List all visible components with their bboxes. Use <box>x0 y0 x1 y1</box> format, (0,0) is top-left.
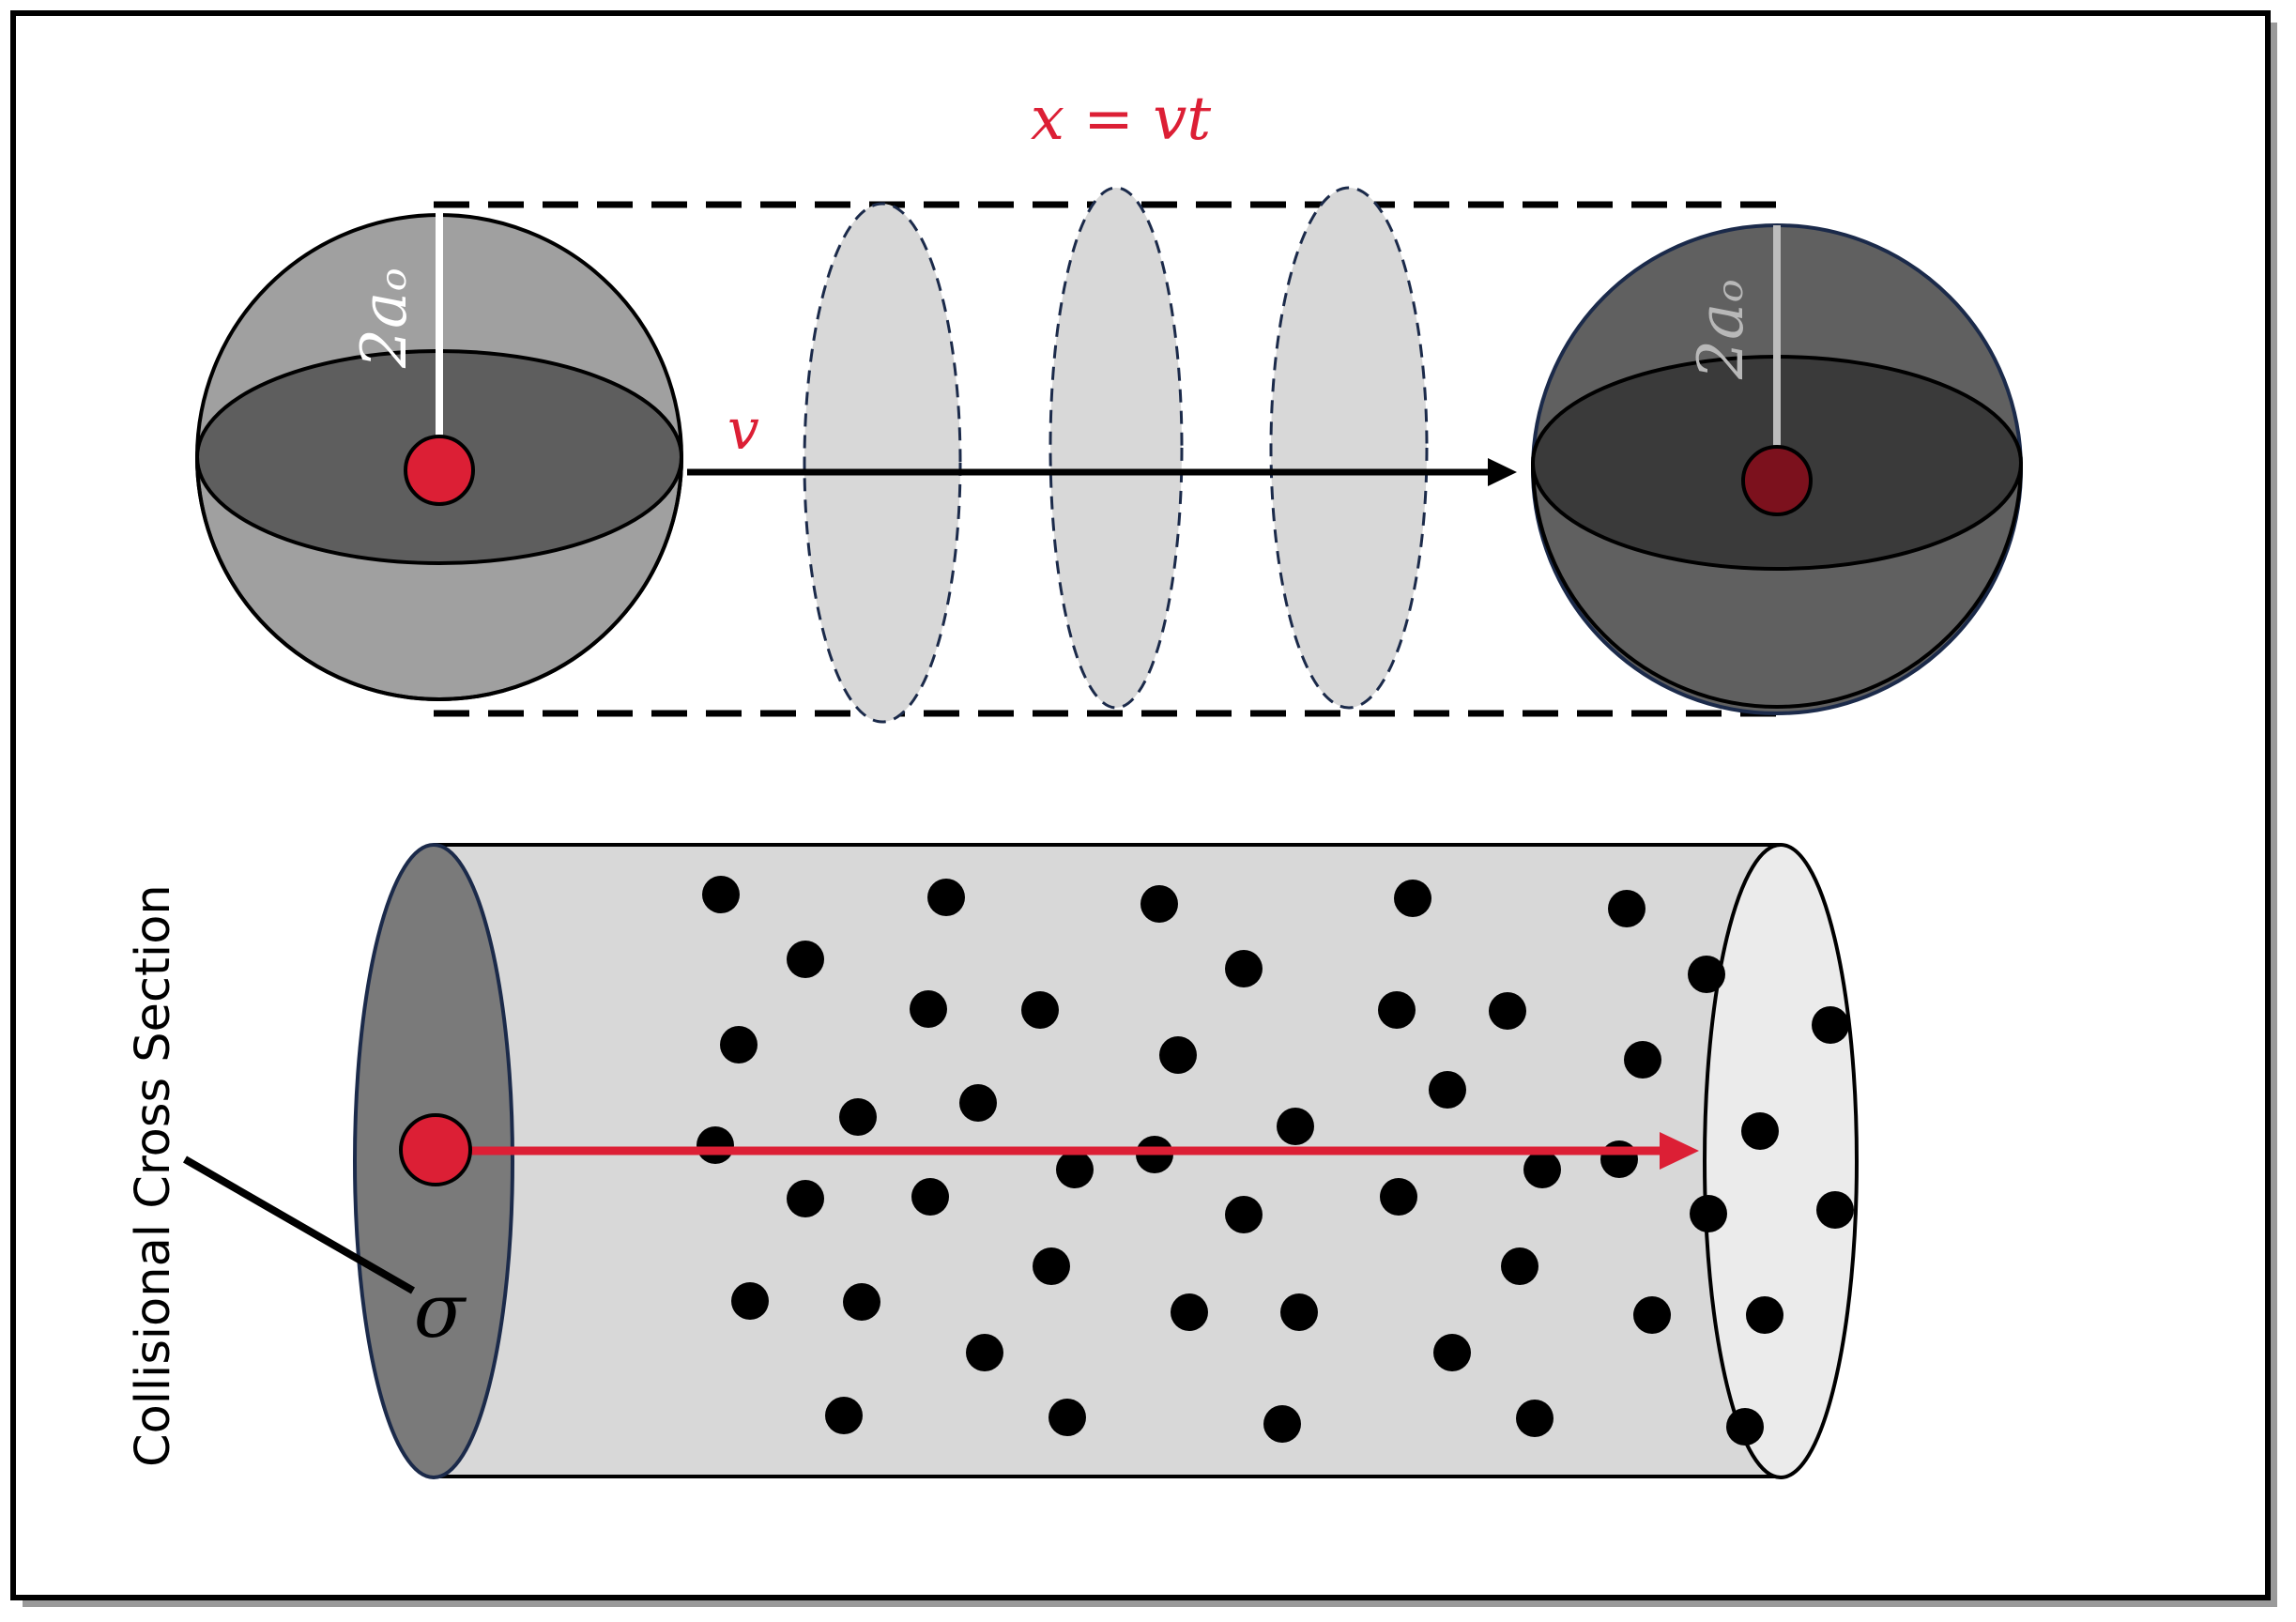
background-particle <box>1608 890 1645 927</box>
background-particle <box>1140 885 1178 923</box>
background-particle <box>1688 956 1725 993</box>
background-particle <box>1624 1041 1661 1079</box>
background-particle <box>825 1397 863 1434</box>
background-particle <box>927 879 965 916</box>
background-particle <box>702 876 740 913</box>
background-particle <box>1600 1140 1638 1178</box>
right-nucleus <box>1741 445 1813 516</box>
background-particle <box>1277 1108 1314 1145</box>
background-particle <box>1056 1151 1094 1188</box>
background-particle <box>839 1098 877 1136</box>
right-radius-label: 2aₒ <box>1685 279 1757 380</box>
background-particle <box>1394 880 1431 917</box>
background-particle <box>843 1283 880 1321</box>
background-particle <box>1523 1151 1561 1188</box>
background-particle <box>1516 1400 1554 1437</box>
background-particle <box>1171 1293 1208 1331</box>
sweep-disc-1 <box>803 202 962 724</box>
background-particle <box>1225 1196 1263 1233</box>
cylinder-body <box>434 845 1781 1477</box>
background-particle <box>1746 1296 1783 1334</box>
collision-cylinder: σ Collisional Cross Section <box>126 843 1859 1479</box>
right-sphere: 2aₒ <box>1530 223 2024 715</box>
velocity-arrowhead <box>1488 458 1517 486</box>
sigma-label: σ <box>414 1267 467 1354</box>
background-particle <box>1633 1296 1671 1334</box>
background-particle <box>1225 950 1263 987</box>
background-particle <box>787 941 824 978</box>
equation-label: x = vt <box>1031 84 1212 154</box>
background-particle <box>1380 1178 1417 1216</box>
background-particle <box>911 1178 949 1216</box>
background-particle <box>1049 1399 1086 1436</box>
background-particle <box>787 1180 824 1217</box>
left-radius-label: 2aₒ <box>348 268 421 369</box>
background-particle <box>1816 1191 1854 1229</box>
left-nucleus <box>404 435 475 506</box>
background-particle <box>1378 991 1416 1029</box>
path-arrowhead <box>1660 1132 1699 1170</box>
background-particle <box>1489 992 1526 1030</box>
sweep-volume: 2aₒ 2aₒ x = vt v <box>194 84 2024 724</box>
background-particle <box>1812 1006 1849 1044</box>
projectile-particle <box>399 1113 472 1186</box>
left-sphere: 2aₒ <box>194 210 684 701</box>
background-particle <box>720 1026 758 1063</box>
background-particle <box>1263 1405 1301 1443</box>
background-particle <box>1690 1195 1727 1232</box>
background-particle <box>1741 1112 1779 1150</box>
background-particle <box>910 990 947 1028</box>
background-particle <box>1159 1036 1197 1074</box>
background-particle <box>1433 1334 1471 1371</box>
background-particle <box>1429 1071 1466 1109</box>
background-particle <box>966 1334 1003 1371</box>
sweep-disc-2 <box>1049 186 1184 710</box>
velocity-label: v <box>727 397 759 463</box>
cylinder-back-face <box>1703 843 1859 1479</box>
background-particle <box>731 1282 769 1320</box>
cross-section-pointer <box>183 1155 415 1294</box>
background-particle <box>1501 1247 1538 1285</box>
cross-section-label: Collisional Cross Section <box>126 884 181 1467</box>
background-particle <box>696 1126 734 1164</box>
sweep-disc-3 <box>1269 186 1429 710</box>
background-particle <box>959 1084 997 1122</box>
background-particle <box>1280 1293 1318 1331</box>
background-particle <box>1033 1247 1070 1285</box>
background-particle <box>1726 1408 1764 1446</box>
background-particle <box>1021 991 1059 1029</box>
